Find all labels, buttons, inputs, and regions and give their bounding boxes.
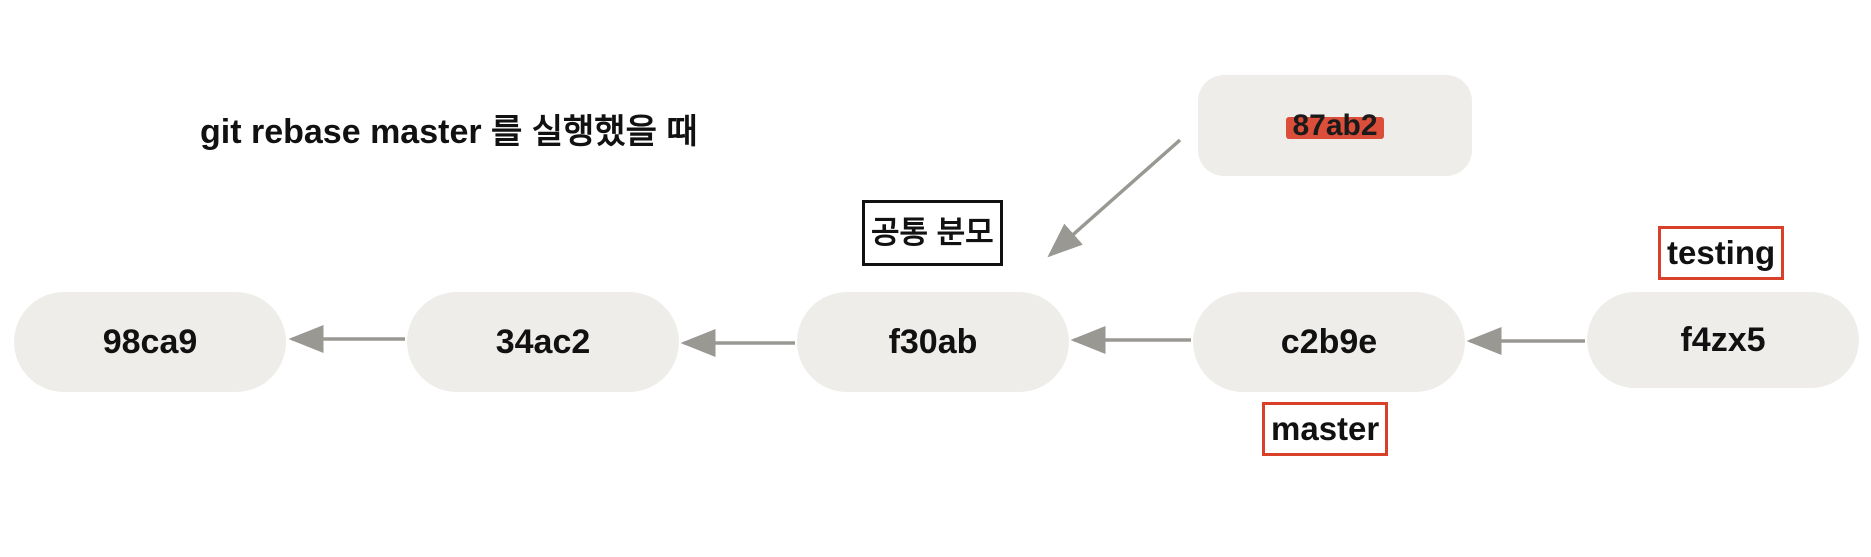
- commit-id: f4zx5: [1680, 320, 1766, 359]
- commit-id: c2b9e: [1280, 322, 1378, 361]
- branch-label-master: master: [1262, 402, 1389, 456]
- strike-bar: [1286, 116, 1384, 139]
- commit-id: 34ac2: [495, 322, 591, 361]
- common-ancestor-label: 공통 분모: [862, 200, 1003, 266]
- commit-node: f30ab: [797, 292, 1069, 392]
- commit-node: c2b9e: [1193, 292, 1465, 392]
- commit-id: 98ca9: [102, 322, 198, 361]
- commit-id: f30ab: [888, 322, 978, 361]
- commit-node: f4zx5: [1587, 292, 1859, 388]
- branch-label-testing: testing: [1658, 226, 1785, 280]
- parent-arrow-87ab2-to-f30ab: [1047, 138, 1182, 258]
- diagram-title: git rebase master 를 실행했을 때: [200, 113, 698, 151]
- commit-node: 98ca9: [14, 292, 286, 392]
- commit-id: 87ab2: [1292, 108, 1378, 142]
- strikethrough-mark: 87ab2: [1286, 108, 1384, 143]
- commit-node-removed: 87ab2: [1198, 75, 1472, 176]
- commit-node: 34ac2: [407, 292, 679, 392]
